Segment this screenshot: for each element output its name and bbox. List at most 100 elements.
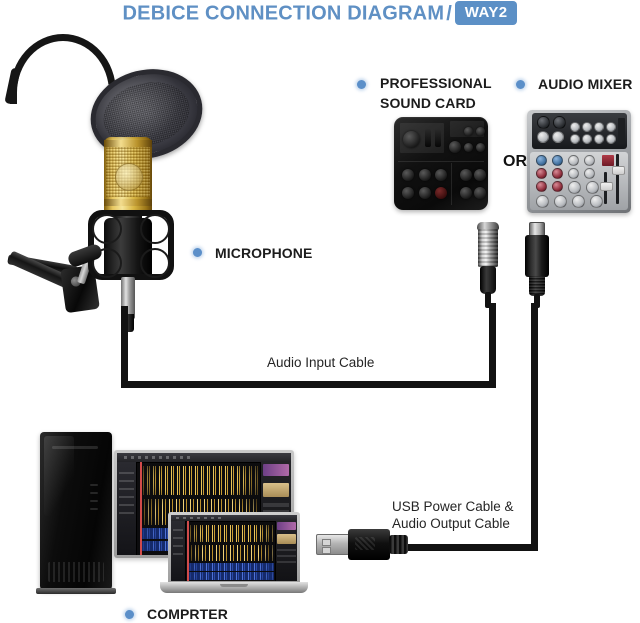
mixer-input-jack [618, 118, 625, 144]
laptop-deck [160, 582, 308, 593]
sound-card-knob-15 [474, 187, 486, 199]
label-or: OR [503, 153, 527, 170]
label-sound-card: PROFESSIONAL SOUND CARD [380, 73, 492, 113]
laptop-daw-panel-row-3 [276, 560, 296, 563]
mixer-eq-4 [584, 168, 595, 179]
laptop-daw-toolbar [171, 515, 297, 522]
mixer-pan-4 [590, 195, 603, 208]
usb-a-metal-tip-icon [316, 534, 350, 555]
usb-a-plug [316, 529, 412, 561]
sound-card-knob-5 [464, 143, 473, 152]
laptop-daw-track-4 [187, 572, 275, 580]
label-sound-card-line2: SOUND CARD [380, 95, 476, 111]
mixer-knob-1 [537, 116, 550, 129]
mixer-knob-8 [606, 122, 616, 132]
sound-card-port-2 [435, 129, 441, 147]
mixer-knob-9 [570, 134, 580, 144]
sound-card-knob-main [403, 131, 420, 148]
mixer-pan-1 [536, 195, 549, 208]
laptop-daw-panel-row-2 [276, 554, 296, 557]
daw-playhead [139, 462, 142, 555]
xlr-connector [475, 222, 501, 308]
mixer-knob-12 [606, 134, 616, 144]
label-audio-input-cable: Audio Input Cable [267, 355, 375, 370]
mixer-eq-2 [552, 168, 563, 179]
label-sound-card-line1: PROFESSIONAL [380, 75, 492, 91]
daw-track-1 [139, 466, 260, 495]
page-title: DEBICE CONNECTION DIAGRAM/WAY2 [0, 1, 640, 26]
laptop-daw-track-2 [187, 544, 275, 561]
laptop-daw-left-panel [171, 520, 186, 581]
laptop-daw-waveform-1 [187, 524, 275, 543]
bullet-dot-sound-card [357, 80, 366, 89]
pc-tower-vents [48, 562, 104, 582]
sound-card-device [394, 117, 488, 210]
mixer-aux-1 [536, 181, 547, 192]
mixer-knob-3 [537, 131, 549, 143]
laptop-daw-panel-row-1 [276, 548, 296, 551]
wire-audio-input-left-vertical [121, 306, 128, 388]
label-usb-power-line1: USB Power Cable & [392, 499, 514, 514]
laptop-daw-purple-clip [276, 522, 296, 530]
pc-tower-optical-drive [52, 446, 98, 449]
way-badge: WAY2 [454, 1, 518, 25]
microphone-emblem-icon [115, 163, 143, 191]
xlr-cable-stub [485, 292, 491, 308]
laptop-daw-right-panel [274, 520, 297, 581]
mixer-knob-6 [582, 122, 592, 132]
mixer-knob-2 [553, 116, 566, 129]
shock-mount-elastic-icon [92, 214, 122, 244]
sound-card-knob-10 [402, 187, 414, 199]
daw-panel-row-1 [263, 503, 290, 507]
laptop-daw-waveform-4 [187, 572, 275, 580]
computer-cluster [22, 424, 322, 602]
label-usb-power-cable: USB Power Cable & Audio Output Cable [392, 498, 514, 532]
shock-mount-elastic-icon [92, 248, 122, 278]
wire-usb-right-vertical [531, 303, 538, 551]
laptop-daw-tan-clip [276, 534, 296, 544]
mixer-knob-7 [594, 122, 604, 132]
pc-tower-highlight [44, 436, 74, 516]
wire-usb-horizontal [405, 544, 538, 551]
audio-mixer-bottom-panel [530, 152, 628, 210]
daw-purple-clip [263, 464, 290, 477]
mixer-knob-10 [582, 134, 592, 144]
microphone-body-icon [104, 137, 152, 215]
mixer-knob-4 [552, 131, 564, 143]
pc-tower-port-3 [90, 500, 98, 502]
sound-card-knob-6 [476, 143, 485, 152]
laptop-daw-track-1 [187, 524, 275, 543]
sound-card-knob-13 [474, 169, 486, 181]
bullet-dot-microphone [193, 248, 202, 257]
usb-b-cable-stub [534, 294, 540, 308]
xlr-collar-icon [477, 222, 499, 230]
audio-mixer-top-panel [532, 113, 627, 149]
label-microphone: MICROPHONE [215, 245, 313, 261]
mixer-knob-5 [570, 122, 580, 132]
shock-mount-elastic-icon [140, 214, 170, 244]
laptop-screen [171, 515, 297, 581]
pc-tower-device [40, 432, 112, 590]
usb-a-body-icon [348, 529, 390, 560]
wire-audio-input-horizontal [121, 381, 496, 388]
usb-b-boot-icon [529, 276, 545, 296]
label-audio-mixer: AUDIO MIXER [538, 76, 633, 92]
sound-card-knob-9 [435, 169, 447, 181]
xlr-barrel-icon [478, 229, 498, 267]
mixer-button-red [602, 155, 614, 166]
label-computer: COMPRTER [147, 606, 228, 622]
shock-mount-elastic-icon [140, 248, 170, 278]
mixer-level-1 [568, 181, 581, 194]
daw-waveform-1 [139, 466, 260, 495]
usb-b-connector [524, 222, 550, 308]
bullet-dot-computer [125, 610, 134, 619]
laptop-daw-track-3 [187, 563, 275, 572]
mixer-eq-1 [536, 168, 547, 179]
mixer-gain-3 [568, 155, 579, 166]
bullet-dot-audio-mixer [516, 80, 525, 89]
page-title-text: DEBICE CONNECTION DIAGRAM [122, 2, 445, 25]
wire-audio-input-right-vertical [489, 303, 496, 388]
usb-b-tip-icon [529, 222, 545, 236]
sound-card-port-1 [425, 129, 431, 147]
sound-card-knob-7 [402, 169, 414, 181]
